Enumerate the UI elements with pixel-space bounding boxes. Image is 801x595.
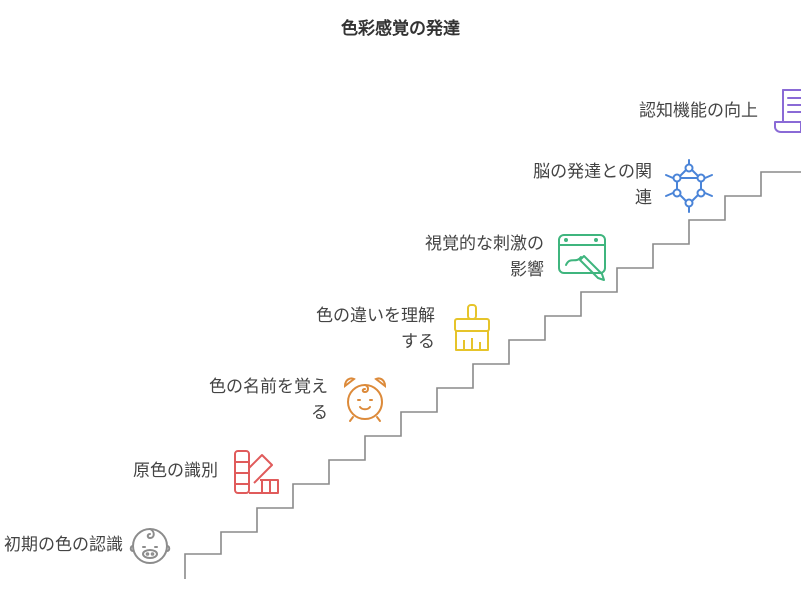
step-label-brain-development: 脳の発達との関 連 [533, 162, 652, 208]
staircase-line [184, 171, 801, 579]
step-label-primary-colors: 原色の識別 [133, 461, 218, 481]
step-label-early-recognition: 初期の色の認識 [4, 535, 123, 555]
step-label-color-names: 色の名前を覚え る [209, 377, 328, 423]
color-swatch-icon [234, 450, 279, 494]
step-label-visual-stimulation: 視覚的な刺激の 影響 [425, 234, 544, 280]
diagram-title: 色彩感覚の発達 [341, 19, 460, 39]
neural-network-icon [665, 159, 713, 213]
step-label-color-differences: 色の違いを理解 する [316, 306, 435, 352]
drawing-tablet-icon [558, 234, 606, 281]
baby-face-icon [129, 528, 171, 564]
step-label-cognitive-improvement: 認知機能の向上 [639, 101, 758, 121]
scroll-icon [774, 89, 801, 133]
alarm-clock-icon [343, 377, 387, 422]
paint-brush-icon [454, 304, 490, 351]
